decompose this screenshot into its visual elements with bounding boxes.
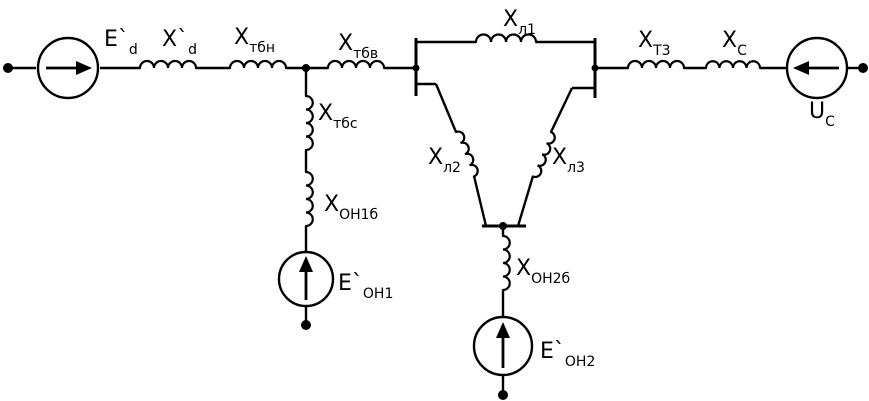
inductor-xtbv bbox=[326, 59, 386, 70]
source-ed bbox=[36, 36, 100, 100]
source-eon2 bbox=[472, 315, 534, 377]
inductor-xl2 bbox=[454, 130, 479, 178]
inductor-xon1 bbox=[304, 170, 314, 228]
wires bbox=[10, 40, 861, 393]
label-xl2: Xл2 bbox=[428, 145, 461, 176]
terminal-eon2 bbox=[498, 390, 508, 400]
label-xtbn: Xтбн bbox=[234, 25, 275, 56]
node-bus-left bbox=[412, 64, 420, 72]
label-xl1: Xл1 bbox=[503, 7, 536, 38]
inductor-xtbc bbox=[304, 94, 314, 152]
node-bottom-bus bbox=[499, 222, 507, 230]
inductor-xl3 bbox=[531, 130, 556, 179]
busbars bbox=[414, 38, 597, 228]
label-eon2: E`ОН2 bbox=[540, 339, 595, 370]
label-eon1: E`ОН1 bbox=[338, 271, 393, 302]
label-xc: XС bbox=[722, 28, 747, 59]
terminal-left bbox=[3, 63, 13, 73]
label-xt3: XТ3 bbox=[638, 28, 671, 59]
inductor-xtbn bbox=[228, 59, 288, 70]
inductor-xd bbox=[138, 59, 198, 70]
node-branch-1 bbox=[302, 64, 310, 72]
terminal-eon1 bbox=[301, 320, 311, 330]
nodes bbox=[3, 63, 868, 400]
inductor-xt3 bbox=[626, 59, 686, 70]
label-xd: X`d bbox=[162, 27, 197, 58]
source-eon1 bbox=[277, 250, 335, 308]
inductor-xl1 bbox=[474, 33, 538, 44]
node-bus-right bbox=[591, 64, 599, 72]
source-uc bbox=[785, 36, 849, 100]
label-uc: UС bbox=[809, 99, 835, 130]
label-xtbv: Xтбв bbox=[338, 31, 378, 62]
label-xtbc: Xтбс bbox=[318, 101, 358, 132]
label-ed: E`d bbox=[104, 27, 138, 58]
inductor-xon2 bbox=[501, 234, 511, 292]
terminal-right bbox=[858, 63, 868, 73]
inductor-xc bbox=[704, 60, 762, 70]
label-xon1: XОН1б bbox=[324, 192, 378, 223]
label-xon2: XОН2б bbox=[516, 256, 570, 287]
label-xl3: Xл3 bbox=[552, 145, 585, 176]
